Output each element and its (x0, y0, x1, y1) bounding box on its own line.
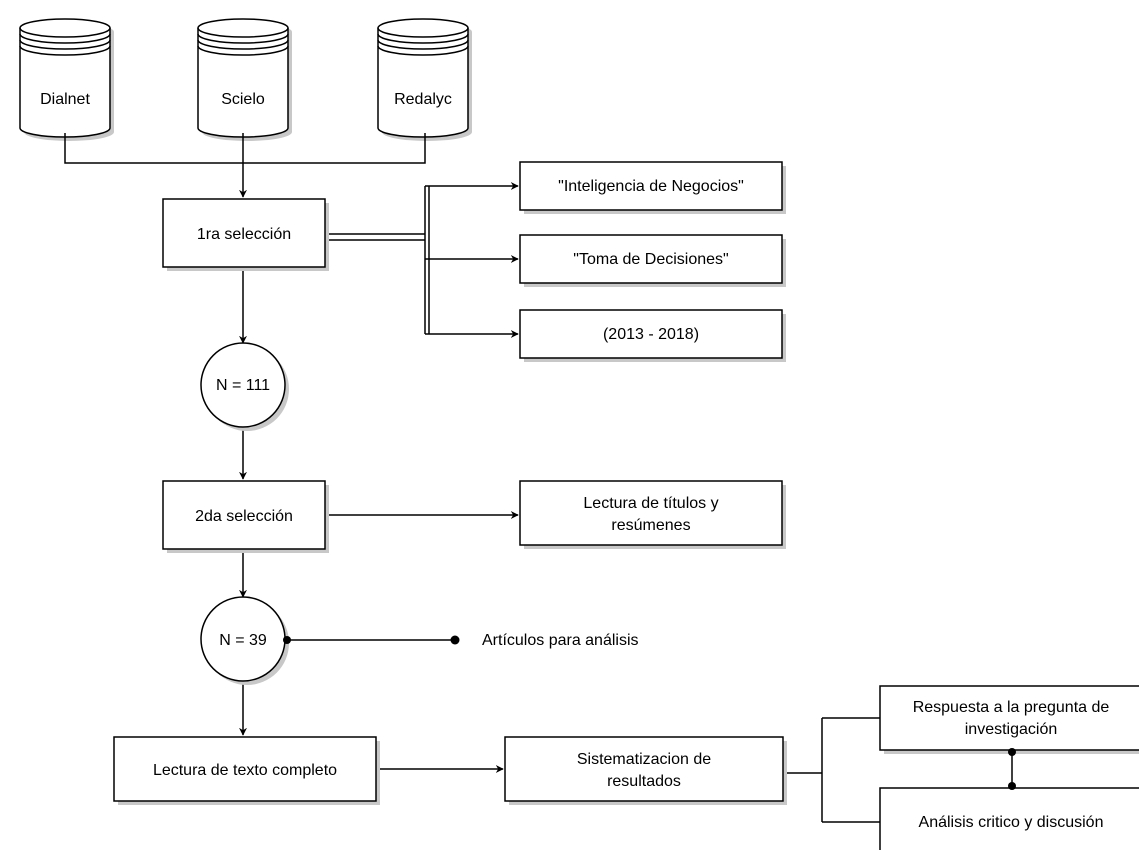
systematization-line-1: Sistematizacion de (577, 751, 711, 768)
connectors (64, 133, 1013, 823)
database-scielo: Scielo (197, 18, 292, 141)
systematization-line-2: resultados (607, 773, 681, 790)
title-reading-line-1: Lectura de títulos y (583, 495, 718, 512)
n39-circle: N = 39 (200, 596, 289, 685)
full-text-reading-label: Lectura de texto completo (153, 762, 337, 779)
database-scielo-label: Scielo (221, 91, 265, 108)
outputs-connector (783, 717, 880, 823)
database-redalyc: Redalyc (377, 18, 472, 141)
second-selection-label: 2da selección (195, 508, 293, 525)
answer-connector-dot (1008, 748, 1016, 756)
criteria-bi-label: "Inteligencia de Negocios" (558, 178, 744, 195)
analysis-label: Análisis critico y discusión (919, 814, 1104, 831)
database-dialnet: Dialnet (19, 18, 114, 141)
criteria-years-box: (2013 - 2018) (519, 309, 786, 362)
answer-line-2: investigación (965, 721, 1058, 738)
database-redalyc-label: Redalyc (394, 91, 452, 108)
criteria-decisions-label: "Toma de Decisiones" (573, 251, 728, 268)
answer-box: Respuesta a la pregunta de investigación (879, 685, 1139, 754)
n111-circle: N = 111 (200, 342, 289, 431)
n39-label: N = 39 (219, 632, 267, 649)
first-selection-label: 1ra selección (197, 226, 291, 243)
n111-label: N = 111 (216, 377, 270, 394)
merge-line (64, 133, 426, 164)
title-reading-box: Lectura de títulos y resúmenes (519, 480, 786, 549)
articles-label: Artículos para análisis (482, 632, 639, 649)
articles-dot (450, 635, 460, 645)
systematization-box: Sistematizacion de resultados (504, 736, 787, 805)
analysis-connector-dot (1008, 782, 1016, 790)
second-selection-box: 2da selección (162, 480, 329, 553)
n39-connector-dot (283, 636, 291, 644)
database-dialnet-label: Dialnet (40, 91, 90, 108)
title-reading-line-2: resúmenes (611, 517, 690, 534)
criteria-years-label: (2013 - 2018) (603, 326, 699, 343)
criteria-decisions-box: "Toma de Decisiones" (519, 234, 786, 287)
answer-line-1: Respuesta a la pregunta de (913, 699, 1110, 716)
criteria-bi-box: "Inteligencia de Negocios" (519, 161, 786, 214)
first-selection-box: 1ra selección (162, 198, 329, 271)
full-text-reading-box: Lectura de texto completo (113, 736, 380, 805)
analysis-box: Análisis critico y discusión (879, 787, 1139, 850)
